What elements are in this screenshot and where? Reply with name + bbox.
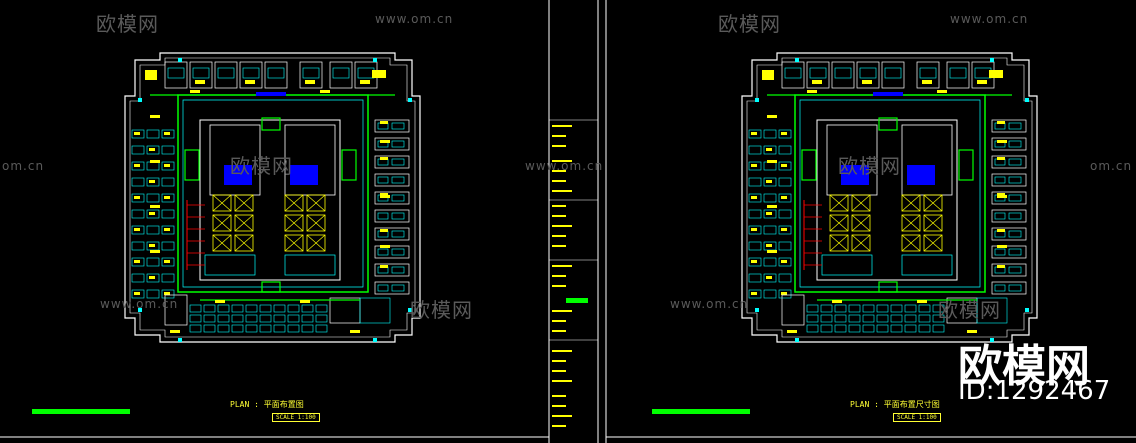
watermark-url: www.om.cn (525, 159, 604, 173)
watermark-url: om.cn (1090, 159, 1133, 173)
floor-plan-right (741, 52, 1038, 343)
sheet-scale-right: SCALE 1:100 (893, 413, 941, 422)
watermark-url: www.om.cn (950, 12, 1029, 26)
watermark-brand: 欧模网 (410, 298, 473, 322)
sheet-title-left: PLAN : 平面布置图 (230, 400, 304, 409)
watermark-url: www.om.cn (375, 12, 454, 26)
watermark-brand: 欧模网 (838, 154, 901, 178)
watermark-url: www.om.cn (670, 297, 749, 311)
watermark-url: www.om.cn (100, 297, 179, 311)
title-block-strip (549, 119, 598, 427)
scale-bar-right (652, 409, 750, 414)
watermark-brand: 欧模网 (230, 154, 293, 178)
watermark-brand: 欧模网 (96, 12, 159, 36)
scale-bar-left (32, 409, 130, 414)
watermark-brand: 欧模网 (938, 298, 1001, 322)
model-id: ID:1292467 (958, 376, 1111, 406)
floor-plan-left (124, 52, 421, 343)
sheet-title-right: PLAN : 平面布置尺寸图 (850, 400, 940, 409)
watermark-url: om.cn (2, 159, 45, 173)
brand-logo: 欧模网 (958, 341, 1090, 392)
watermark-brand: 欧模网 (718, 12, 781, 36)
sheet-scale-left: SCALE 1:100 (272, 413, 320, 422)
